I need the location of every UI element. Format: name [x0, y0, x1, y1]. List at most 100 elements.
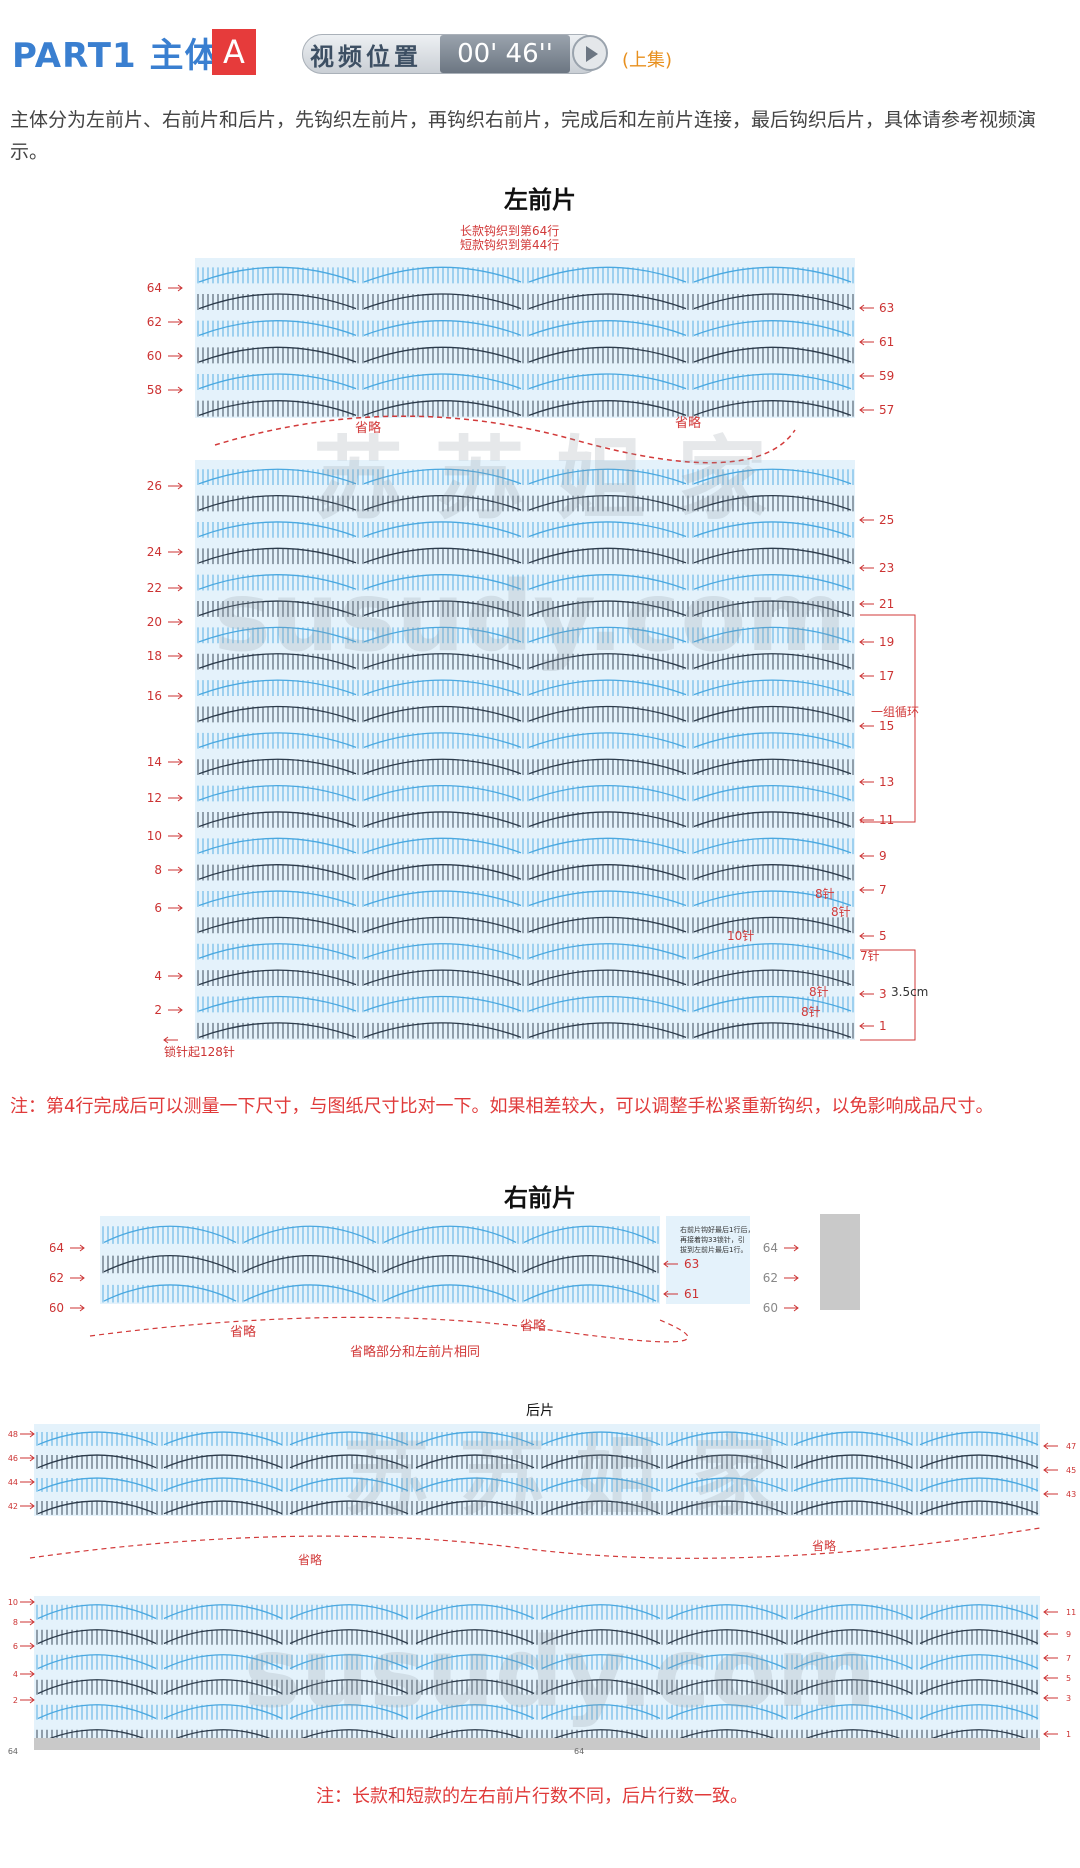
omit-curve	[89, 1316, 689, 1343]
arrow-right-icon	[168, 652, 183, 660]
stitch-arch	[198, 293, 852, 310]
stitch-row	[197, 785, 854, 802]
watermark-en: susudy.com	[214, 561, 847, 673]
row-number: 61	[684, 1287, 699, 1301]
arrow-left-icon	[1043, 1654, 1058, 1662]
arrow-left-icon	[1043, 1490, 1058, 1498]
stitch-row	[197, 400, 854, 417]
stitch-count-label: 8针	[815, 886, 835, 901]
watermark-cn: 苏 苏 姐 家	[343, 1427, 777, 1527]
row-number: 60	[50, 1301, 64, 1315]
arrow-right-icon	[20, 1696, 35, 1704]
play-icon[interactable]	[572, 35, 608, 71]
stitch-row	[197, 347, 854, 364]
stitch-arch	[198, 732, 852, 748]
stitch-arch	[37, 1604, 1039, 1620]
stitch-arch	[198, 969, 852, 986]
stitch-arch	[198, 574, 852, 590]
back-title: 后片	[526, 1403, 554, 1419]
arrow-left-icon	[859, 932, 874, 940]
arrow-left-icon	[1043, 1442, 1058, 1450]
row-number: 7	[879, 883, 887, 897]
stitch-row	[197, 706, 854, 723]
stitch-row	[197, 759, 854, 776]
stitch-arch	[198, 400, 852, 416]
row-number: 2	[13, 1696, 18, 1705]
omit-label: 省略	[520, 1318, 546, 1334]
stitch-arch	[198, 811, 852, 828]
arrow-left-icon	[1043, 1694, 1058, 1702]
arrow-left-icon	[859, 722, 874, 730]
stitch-count-label: 10针	[727, 928, 754, 943]
row-number: 45	[1066, 1466, 1076, 1475]
episode-label: (上集)	[622, 50, 673, 71]
stitch-count-label: 8针	[831, 904, 851, 919]
row-number: 11	[1066, 1608, 1076, 1617]
foundation-label: 锁针起128针	[164, 1044, 235, 1059]
row-number: 14	[147, 755, 162, 769]
row-number: 58	[147, 383, 162, 397]
row-number: 6	[13, 1642, 18, 1651]
row-number: 57	[879, 403, 894, 417]
omit-label: 省略	[812, 1538, 836, 1553]
stitch-count-label: 7针	[860, 948, 880, 963]
size-label: 3.5cm	[891, 985, 928, 999]
row-number: 8	[13, 1618, 18, 1627]
arrow-right-icon	[20, 1618, 35, 1626]
stitch-arch	[198, 600, 852, 617]
stitch-row	[36, 1604, 1038, 1620]
row-number: 9	[879, 849, 887, 863]
cycle-label: 一组循环	[871, 705, 919, 719]
stitch-row	[102, 1226, 659, 1244]
stitch-row	[197, 374, 854, 390]
stitch-row	[197, 601, 854, 617]
stitch-arch	[198, 547, 852, 564]
stitch-row	[36, 1501, 1038, 1515]
arrow-left-icon	[859, 852, 874, 860]
arrow-left-icon	[859, 672, 874, 680]
back-note: 注：长款和短款的左右前片行数不同，后片行数一致。	[316, 1786, 748, 1807]
row-number: 60	[147, 349, 162, 363]
arrow-right-icon	[168, 284, 183, 292]
arrow-right-icon	[168, 548, 183, 556]
arrow-right-icon	[168, 386, 183, 394]
chart-background	[100, 1216, 660, 1304]
stitch-row	[197, 469, 854, 486]
arrow-left-icon	[859, 338, 874, 346]
stitch-arch	[37, 1704, 1039, 1720]
stitch-arch	[198, 943, 852, 959]
left-front-title: 左前片	[504, 186, 576, 214]
join-note: 右前片钩好最后1行后，	[680, 1225, 754, 1234]
stitch-arch	[198, 890, 852, 907]
stitch-count-label: 8针	[801, 1004, 821, 1019]
row-number: 64	[763, 1241, 778, 1255]
stitch-arch	[198, 373, 852, 390]
arrow-left-icon	[663, 1290, 678, 1298]
arrow-left-icon	[859, 406, 874, 414]
arrow-right-icon	[20, 1670, 35, 1678]
arrow-right-icon	[168, 584, 183, 592]
row-number: 1	[1066, 1730, 1071, 1739]
arrow-left-icon	[859, 1022, 874, 1030]
size-bracket	[860, 949, 916, 1041]
stitch-row	[197, 970, 854, 986]
arrow-left-icon	[663, 1260, 678, 1268]
row-number: 12	[147, 791, 162, 805]
row-number: 4	[154, 969, 162, 983]
row-number: 3	[879, 987, 887, 1001]
arrow-right-icon	[168, 352, 183, 360]
row-number: 43	[1066, 1490, 1076, 1499]
stitch-arch	[198, 995, 852, 1012]
video-timestamp[interactable]: 00' 46''	[440, 35, 570, 73]
stitch-arch	[37, 1500, 1039, 1515]
stitch-row	[197, 838, 854, 855]
row-number: 1	[879, 1019, 887, 1033]
stitch-arch	[37, 1729, 1039, 1745]
stitch-arch	[198, 679, 852, 696]
omit-curve	[214, 415, 796, 464]
row-number: 16	[147, 689, 162, 703]
row-number: 11	[879, 813, 894, 827]
row-number: 62	[147, 315, 162, 329]
row-number: 6	[154, 901, 162, 915]
stitch-arch	[103, 1284, 657, 1302]
